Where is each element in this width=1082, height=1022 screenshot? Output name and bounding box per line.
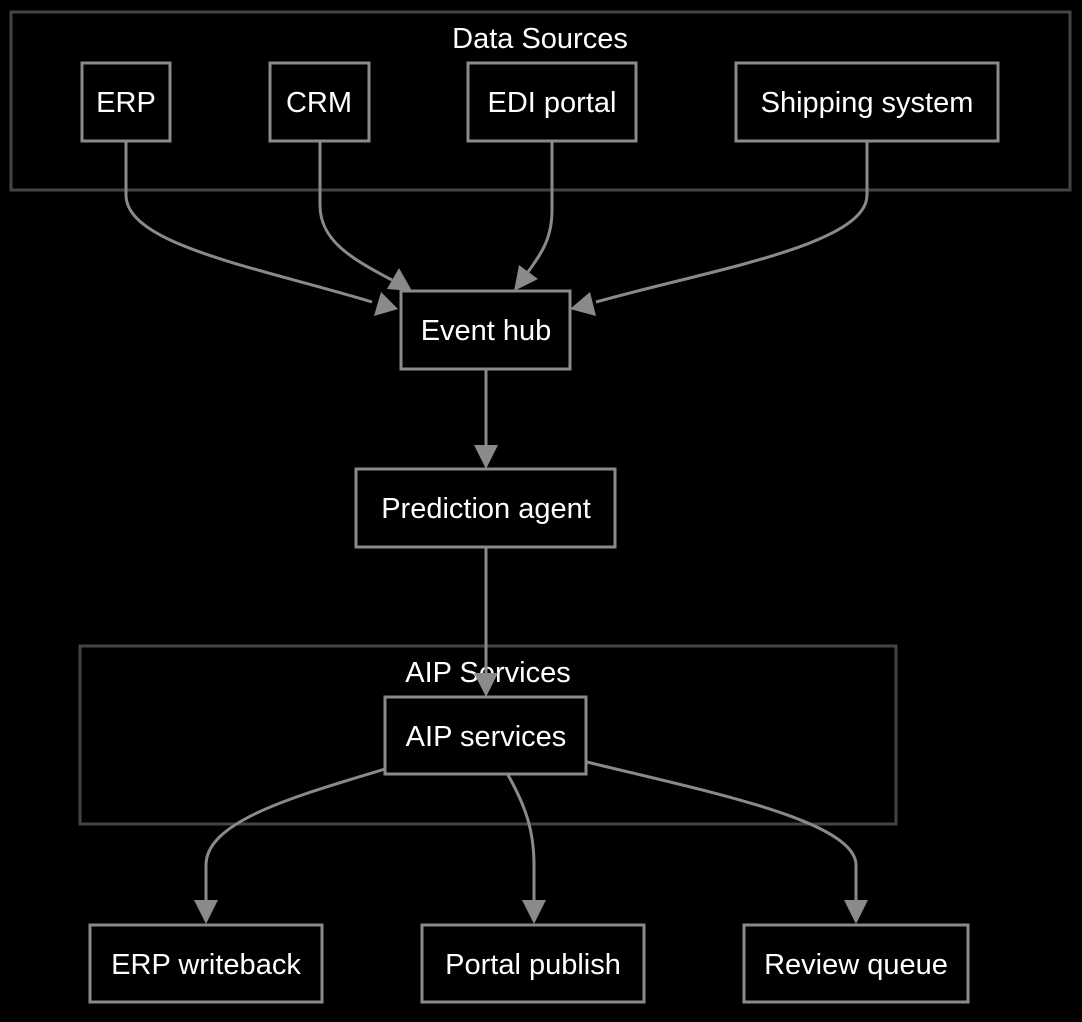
arrow-shipping-to-event-hub [570, 292, 596, 316]
cluster-data-sources-label: Data Sources [452, 23, 628, 55]
edge-aip-to-portal-publish [506, 774, 536, 900]
node-erp-writeback-box [88, 923, 324, 1004]
node-review-queue: Review queue [742, 923, 970, 1004]
node-edi-portal-label: EDI portal [488, 87, 617, 119]
node-erp-writeback-label: ERP writeback [111, 949, 301, 981]
node-portal-publish-label: Portal publish [445, 949, 621, 981]
edge-edi-to-event-hub [526, 142, 554, 273]
node-edi-portal: EDI portal [466, 61, 638, 143]
node-crm: CRM [268, 61, 371, 143]
arrow-prediction-to-aip [474, 673, 498, 697]
edge-shipping-to-event-hub [595, 142, 869, 304]
node-shipping-system-box [734, 61, 1000, 143]
edge-aip-to-erp-writeback [204, 767, 386, 900]
node-shipping-system-label: Shipping system [761, 87, 974, 119]
node-shipping-system: Shipping system [734, 61, 1000, 143]
node-event-hub: Event hub [399, 289, 572, 371]
edge-crm-to-event-hub [318, 142, 393, 282]
node-erp: ERP [80, 61, 172, 143]
node-erp-writeback: ERP writeback [88, 923, 324, 1004]
node-review-queue-label: Review queue [764, 949, 948, 981]
edge-erp-to-event-hub [124, 142, 373, 304]
node-event-hub-label: Event hub [421, 315, 552, 347]
node-event-hub-box [399, 289, 572, 371]
node-review-queue-box [742, 923, 970, 1004]
node-erp-label: ERP [96, 87, 156, 119]
node-crm-label: CRM [286, 87, 352, 119]
edge-aip-to-review-queue [586, 760, 858, 900]
edges [124, 142, 869, 924]
node-prediction-agent-box [354, 467, 617, 549]
node-aip-services-label: AIP services [406, 721, 567, 753]
arrow-edi-to-event-hub [514, 265, 538, 291]
arrow-aip-to-review-queue [844, 900, 868, 924]
node-erp-box [80, 61, 172, 143]
node-portal-publish: Portal publish [420, 923, 646, 1004]
arrow-aip-to-erp-writeback [194, 900, 218, 924]
node-prediction-agent-label: Prediction agent [381, 493, 591, 525]
node-portal-publish-box [420, 923, 646, 1004]
node-edi-portal-box [466, 61, 638, 143]
node-crm-box [268, 61, 371, 143]
arrow-crm-to-event-hub [387, 268, 412, 291]
arrow-event-hub-to-prediction [474, 445, 498, 469]
arrow-erp-to-event-hub [374, 292, 398, 316]
node-prediction-agent: Prediction agent [354, 467, 617, 549]
node-aip-services: AIP services [383, 695, 588, 776]
arrow-aip-to-portal-publish [522, 900, 546, 924]
node-aip-services-box [383, 695, 588, 776]
